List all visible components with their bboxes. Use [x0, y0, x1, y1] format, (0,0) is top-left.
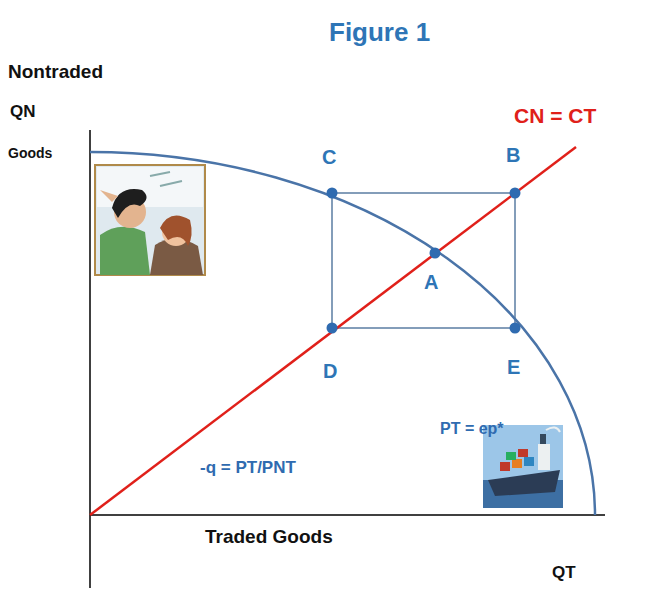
point-label: C — [322, 146, 336, 168]
consumption-line — [90, 147, 576, 515]
axis-title: Traded Goods — [205, 527, 333, 548]
horizontal-axis — [90, 514, 605, 516]
salon-picture — [95, 165, 205, 275]
axis-symbol: QT — [552, 564, 576, 583]
ppf-curve — [90, 152, 595, 515]
point-label: B — [506, 144, 520, 166]
equation-label: -q = PT/PNT — [200, 459, 296, 478]
axis-title: Nontraded — [8, 62, 103, 83]
figure-title: Figure 1 — [329, 18, 430, 47]
vertical-axis — [89, 130, 91, 588]
line-label: CN = CT — [514, 104, 596, 127]
equation-label: PT = ep* — [440, 420, 504, 438]
point-label: E — [507, 356, 520, 378]
point-label: D — [323, 360, 337, 382]
point-label: A — [424, 271, 438, 293]
points — [327, 188, 521, 334]
axis-symbol: QN — [10, 103, 36, 122]
axis-title: Goods — [8, 146, 52, 161]
ship-picture — [483, 425, 563, 508]
